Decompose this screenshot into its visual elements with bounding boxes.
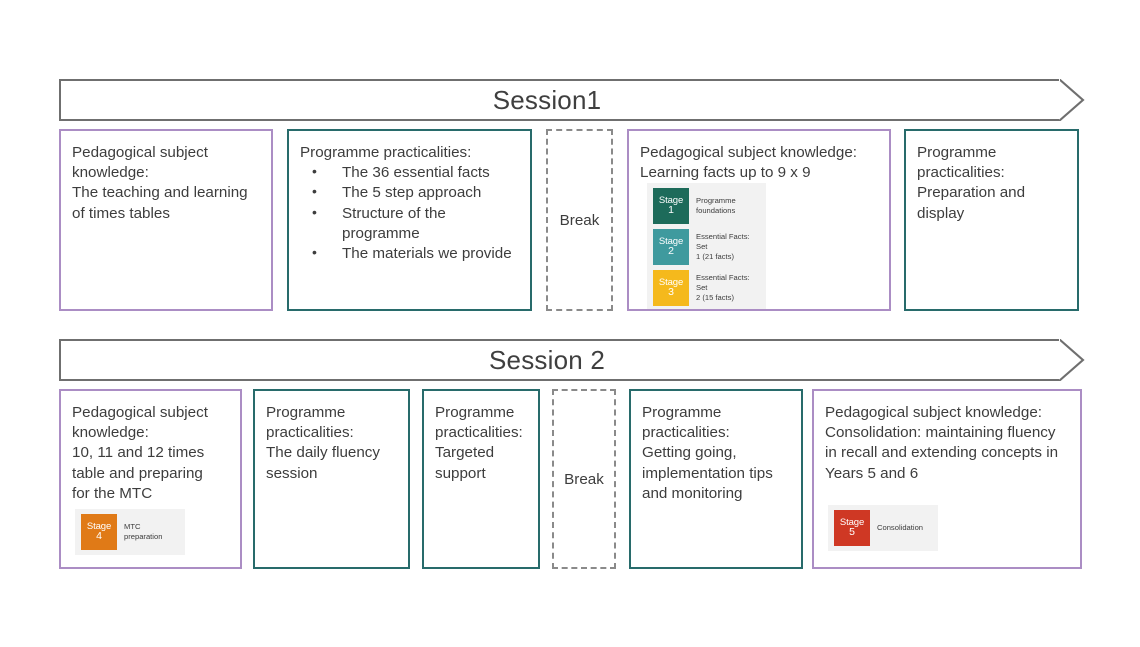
- stage-row: Stage 4 MTC preparation: [81, 514, 179, 550]
- break-label: Break: [559, 211, 600, 229]
- list-item: The 5 step approach: [300, 182, 519, 203]
- stage-row: Stage 5 Consolidation: [834, 510, 932, 546]
- stage-number: 2: [668, 245, 674, 258]
- card-title: Pedagogical subject knowledge: 10, 11 an…: [72, 404, 208, 502]
- session1-banner-arrow-icon: [1059, 79, 1085, 121]
- stage-chip-3: Stage 3: [653, 270, 689, 306]
- stage-description: Programme foundations: [696, 195, 736, 215]
- stage-word: Stage: [86, 520, 112, 532]
- session2-break[interactable]: Break: [552, 389, 616, 569]
- card-bullet-list: The 36 essential facts The 5 step approa…: [300, 162, 519, 264]
- session1-card-preparation-and-display[interactable]: Programme practicalities: Preparation an…: [904, 129, 1079, 311]
- stage-word: Stage: [658, 235, 684, 247]
- session1-break[interactable]: Break: [546, 129, 613, 311]
- card-title: Programme practicalities: Preparation an…: [917, 144, 1026, 222]
- list-item: The materials we provide: [300, 243, 519, 264]
- stage-chip-2: Stage 2: [653, 229, 689, 265]
- session2-card-getting-going[interactable]: Programme practicalities: Getting going,…: [629, 389, 803, 569]
- list-item: Structure of the programme: [300, 203, 519, 244]
- stage-word: Stage: [658, 194, 684, 206]
- session1-banner: Session1: [59, 79, 1085, 121]
- session1-card-learning-facts[interactable]: Pedagogical subject knowledge: Learning …: [627, 129, 891, 311]
- card-title: Programme practicalities: Targeted suppo…: [435, 404, 523, 482]
- card-title: Programme practicalities:: [300, 144, 472, 161]
- list-item: The 36 essential facts: [300, 162, 519, 183]
- card-title: Programme practicalities: Getting going,…: [642, 404, 773, 502]
- session2-card-daily-fluency-session[interactable]: Programme practicalities: The daily flue…: [253, 389, 410, 569]
- stage-description: Consolidation: [877, 522, 924, 532]
- session2-banner-arrow-icon: [1059, 339, 1085, 381]
- card-title: Pedagogical subject knowledge: The teach…: [72, 144, 248, 222]
- break-label: Break: [564, 470, 604, 488]
- stage-chip-1: Stage 1: [653, 188, 689, 224]
- session1-banner-label: Session1: [492, 85, 602, 115]
- session2-card-times-tables-mtc[interactable]: Pedagogical subject knowledge: 10, 11 an…: [59, 389, 242, 569]
- session1-card-programme-practicalities[interactable]: Programme practicalities: The 36 essenti…: [287, 129, 532, 311]
- stage-description: Essential Facts: Set 2 (15 facts): [696, 272, 750, 303]
- stage-number: 5: [849, 526, 855, 539]
- stage-description: Essential Facts: Set 1 (21 facts): [696, 231, 750, 262]
- session2-card-targeted-support[interactable]: Programme practicalities: Targeted suppo…: [422, 389, 540, 569]
- stage-number: 4: [96, 530, 102, 543]
- stage-number: 1: [668, 204, 674, 217]
- card-title: Programme practicalities: The daily flue…: [266, 404, 380, 482]
- session1-card-pedagogical-subject-knowledge[interactable]: Pedagogical subject knowledge: The teach…: [59, 129, 273, 311]
- stage-number: 3: [668, 286, 674, 299]
- stage-strip: Stage 4 MTC preparation: [75, 509, 185, 555]
- stage-strip: Stage 1 Programme foundations Stage 2 Es…: [647, 183, 766, 309]
- stage-word: Stage: [839, 516, 865, 528]
- session2-card-consolidation[interactable]: Pedagogical subject knowledge: Consolida…: [812, 389, 1082, 569]
- stage-strip: Stage 5 Consolidation: [828, 505, 938, 551]
- stage-row: Stage 1 Programme foundations: [653, 188, 760, 224]
- stage-row: Stage 3 Essential Facts: Set 2 (15 facts…: [653, 270, 760, 306]
- stage-description: MTC preparation: [124, 521, 163, 541]
- stage-chip-4: Stage 4: [81, 514, 117, 550]
- session2-banner: Session 2: [59, 339, 1085, 381]
- stage-word: Stage: [658, 276, 684, 288]
- card-title: Pedagogical subject knowledge: Consolida…: [825, 404, 1059, 482]
- card-title: Pedagogical subject knowledge: Learning …: [640, 144, 857, 182]
- stage-row: Stage 2 Essential Facts: Set 1 (21 facts…: [653, 229, 760, 265]
- stage-chip-5: Stage 5: [834, 510, 870, 546]
- session2-banner-label: Session 2: [489, 345, 605, 375]
